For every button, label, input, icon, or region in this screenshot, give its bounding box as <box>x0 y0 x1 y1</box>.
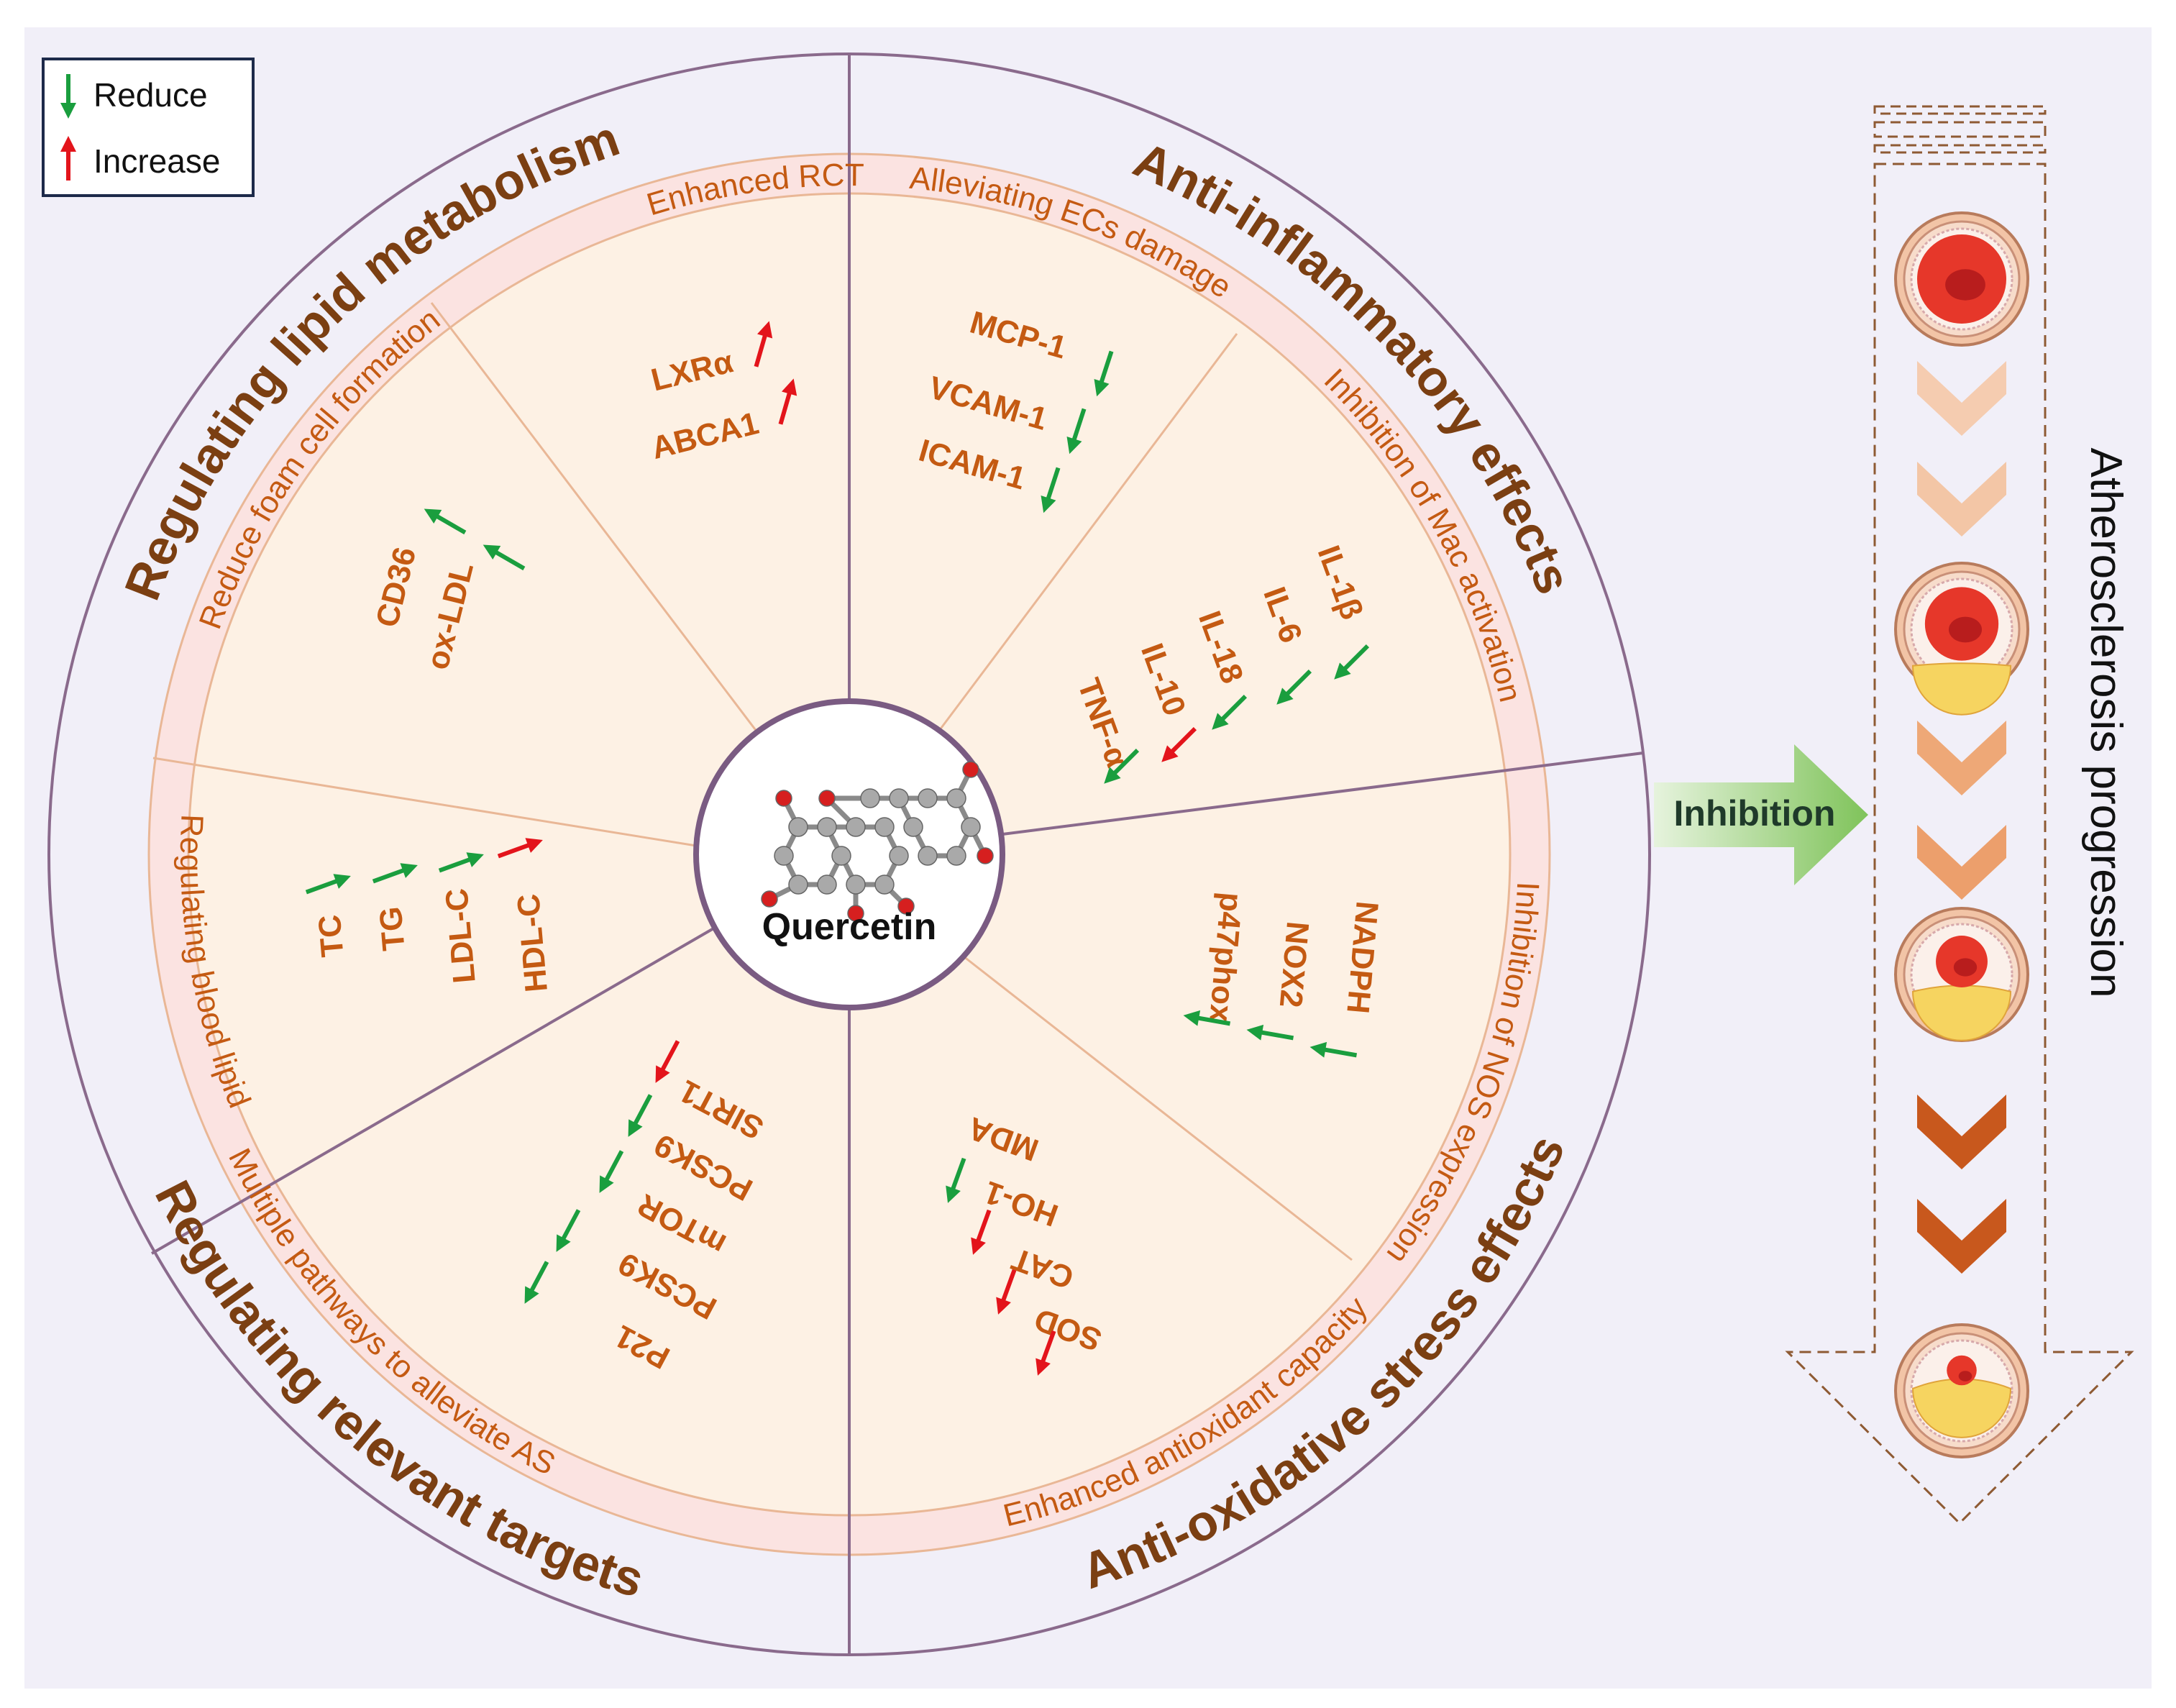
artery-healthy-icon <box>1894 211 2029 347</box>
marker-label: LDL-C <box>439 887 482 985</box>
category-dividers <box>150 54 1644 1655</box>
quercetin-molecule-icon <box>761 761 994 922</box>
reduce-arrow-icon <box>1041 467 1061 513</box>
reduce-arrow-icon <box>556 1209 581 1252</box>
progression-panel: Atherosclerosis progression <box>1785 105 2134 1525</box>
carbon-atom <box>774 846 794 866</box>
carbon-atom <box>946 846 966 866</box>
oxygen-atom <box>761 890 778 908</box>
legend-increase-arrow <box>60 136 76 181</box>
reduce-arrow-icon <box>1246 1024 1294 1041</box>
progression-arrow-tail <box>1873 105 2047 154</box>
carbon-atom <box>817 817 837 837</box>
reduce-arrow-icon <box>1183 1010 1231 1026</box>
legend-reduce-icon <box>60 74 76 119</box>
artery-severe-plaque-icon <box>1894 1323 2029 1458</box>
divider-ne <box>938 333 1238 731</box>
chevron-down-icon <box>1917 462 2006 536</box>
carbon-atom <box>788 817 808 837</box>
increase-arrow-icon <box>754 321 773 367</box>
increase-arrow-icon <box>497 838 543 859</box>
reduce-arrow-icon <box>599 1150 624 1193</box>
legend-box <box>42 58 255 197</box>
reduce-arrow-icon <box>524 1261 549 1304</box>
legend-increase-icon <box>60 136 76 181</box>
legend-increase-label: Increase <box>93 142 220 180</box>
inhibition-arrow-shape <box>1654 744 1868 885</box>
center-label: Quercetin <box>762 906 937 948</box>
progression-arrow-outline <box>1785 163 2134 1525</box>
increase-arrow-icon <box>778 378 797 425</box>
marker-item: LDL-C <box>438 852 484 985</box>
subsection-dividers <box>152 302 1353 1261</box>
oxygen-atom <box>847 905 864 922</box>
artery-moderate-plaque-icon <box>1894 907 2029 1042</box>
reduce-arrow-icon <box>628 1094 653 1137</box>
marker-label: TC <box>312 913 351 959</box>
reduce-arrow-icon <box>438 852 484 873</box>
artery-cross-sections <box>1894 211 2029 1458</box>
oxygen-atom <box>977 847 994 864</box>
carbon-atom <box>874 817 895 837</box>
divider-left <box>150 926 716 1255</box>
increase-arrow-icon <box>655 1040 680 1083</box>
reduce-arrow-icon <box>372 863 418 884</box>
reduce-arrow-icon <box>946 1157 966 1203</box>
oxygen-atom <box>897 898 915 915</box>
chevron-down-icon <box>1917 825 2006 900</box>
carbon-atom <box>889 846 909 866</box>
marker-item: TC <box>305 874 351 959</box>
marker-label: NOX2 <box>1273 920 1315 1009</box>
chevron-down-icon <box>1917 721 2006 795</box>
reduce-arrow-icon <box>424 508 467 535</box>
marker-label: TG <box>372 905 411 952</box>
increase-arrow-icon <box>971 1209 992 1255</box>
divider-nw <box>430 302 759 733</box>
carbon-atom <box>860 788 880 808</box>
carbon-atom <box>918 788 938 808</box>
oxygen-atom <box>962 761 979 778</box>
carbon-atom <box>846 817 866 837</box>
legend-reduce-label: Reduce <box>93 76 208 114</box>
legend-reduce-arrow <box>60 74 76 119</box>
sector-contents: LXRαABCA1MCP-1VCAM-1ICAM-1IL-1βIL-6IL-18… <box>305 305 1385 1376</box>
reduce-arrow-icon <box>1094 350 1114 397</box>
reduce-arrow-icon <box>1066 408 1087 455</box>
divider-right <box>1002 752 1644 836</box>
progression-label: Atherosclerosis progression <box>2081 447 2131 997</box>
marker-item: NOX2 <box>1246 920 1315 1041</box>
marker-item: HDL-C <box>497 838 554 994</box>
artery-early-plaque-icon <box>1894 562 2029 716</box>
carbon-atom <box>788 874 808 895</box>
chevron-down-icon <box>1917 1199 2006 1274</box>
progression-chevrons <box>1917 361 2006 1274</box>
increase-arrow-icon <box>1036 1330 1056 1376</box>
carbon-atom <box>918 846 938 866</box>
carbon-atom <box>903 817 923 837</box>
reduce-arrow-icon <box>483 544 526 571</box>
oxygen-atom <box>775 790 792 807</box>
chevron-down-icon <box>1917 361 2006 436</box>
carbon-atom <box>831 846 851 866</box>
increase-arrow-icon <box>996 1269 1017 1315</box>
carbon-atom <box>846 874 866 895</box>
carbon-atom <box>961 817 981 837</box>
reduce-arrow-icon <box>1309 1041 1358 1058</box>
oxygen-atom <box>818 790 836 807</box>
carbon-atom <box>946 788 966 808</box>
chevron-down-icon <box>1917 1095 2006 1169</box>
legend: Reduce Increase <box>42 58 255 197</box>
reduce-arrow-icon <box>305 874 351 895</box>
carbon-atom <box>889 788 909 808</box>
divider-w <box>152 757 697 847</box>
carbon-atom <box>817 874 837 895</box>
marker-label: HDL-C <box>511 892 554 994</box>
inhibition-arrow: Inhibition <box>1654 744 1868 885</box>
marker-item: TG <box>372 863 418 952</box>
inhibition-label: Inhibition <box>1674 793 1836 834</box>
divider-se <box>963 955 1353 1261</box>
carbon-atom <box>874 874 895 895</box>
